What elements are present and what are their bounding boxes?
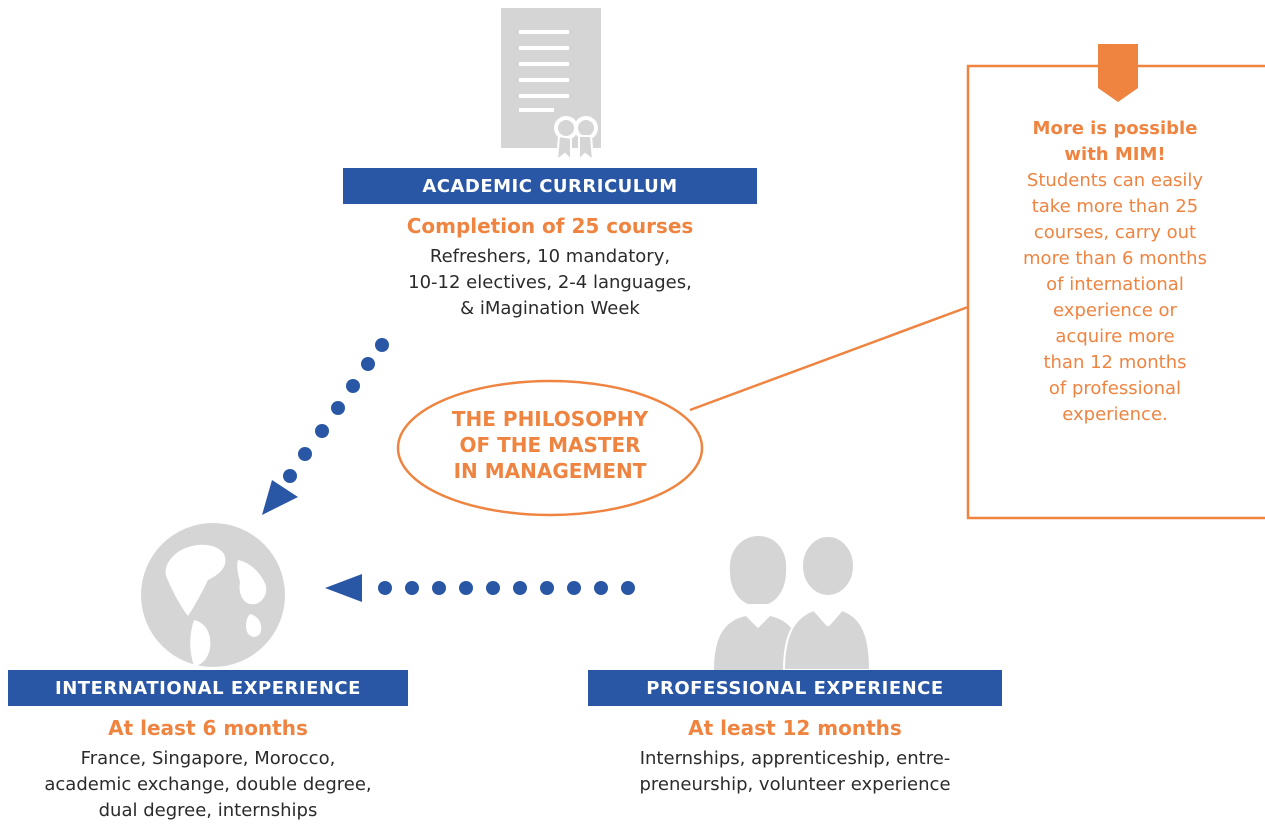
globe-icon <box>141 523 285 667</box>
international-banner: INTERNATIONAL EXPERIENCE <box>8 670 408 706</box>
academic-banner-label: ACADEMIC CURRICULUM <box>422 175 678 197</box>
callout-line: take more than 25 <box>1031 196 1199 217</box>
academic-title: Completion of 25 courses <box>406 214 694 238</box>
people-icon <box>714 535 870 670</box>
callout-connector-line <box>689 305 969 412</box>
international-line: academic exchange, double degree, <box>44 774 372 795</box>
callout-heading-line: with MIM! <box>1064 144 1166 165</box>
callout-line: Students can easily <box>1026 170 1204 191</box>
academic-banner: ACADEMIC CURRICULUM <box>343 168 757 204</box>
center-ellipse <box>396 379 704 517</box>
callout-line: of international <box>1046 274 1184 295</box>
callout-line: acquire more <box>1055 326 1175 347</box>
academic-line: 10-12 electives, 2-4 languages, <box>408 272 692 293</box>
center-line: OF THE MASTER <box>459 433 641 457</box>
professional-title: At least 12 months <box>688 716 902 740</box>
international-line: dual degree, internships <box>98 800 318 821</box>
callout-line: than 12 months <box>1043 352 1187 373</box>
professional-line: Internships, apprenticeship, entre- <box>639 748 951 769</box>
bookmark-icon <box>1098 44 1138 102</box>
center-line: THE PHILOSOPHY <box>451 407 649 431</box>
callout-heading-line: More is possible <box>1032 118 1198 139</box>
academic-line: & iMagination Week <box>460 298 640 319</box>
center-title: THE PHILOSOPHY OF THE MASTER IN MANAGEME… <box>400 406 700 484</box>
academic-line: Refreshers, 10 mandatory, <box>429 246 671 267</box>
callout-line: experience. <box>1062 404 1168 425</box>
professional-line: preneurship, volunteer experience <box>639 774 951 795</box>
callout-line: experience or <box>1053 300 1177 321</box>
center-line: IN MANAGEMENT <box>453 459 647 483</box>
professional-banner-label: PROFESSIONAL EXPERIENCE <box>646 677 944 699</box>
callout-line: of professional <box>1048 378 1182 399</box>
callout-line: courses, carry out <box>1033 222 1197 243</box>
professional-description: Internships, apprenticeship, entre- pren… <box>545 746 1045 798</box>
international-banner-label: INTERNATIONAL EXPERIENCE <box>55 677 361 699</box>
callout-line: more than 6 months <box>1023 248 1207 269</box>
certificate-icon <box>501 8 601 163</box>
dotted-arrow-professional-to-international <box>325 574 635 602</box>
international-description: France, Singapore, Morocco, academic exc… <box>0 746 436 824</box>
professional-banner: PROFESSIONAL EXPERIENCE <box>588 670 1002 706</box>
international-title: At least 6 months <box>108 716 308 740</box>
international-line: France, Singapore, Morocco, <box>80 748 336 769</box>
academic-description: Refreshers, 10 mandatory, 10-12 elective… <box>300 244 800 322</box>
callout-text: More is possible with MIM! Students can … <box>970 116 1260 428</box>
dotted-arrow-academic-to-international <box>262 338 389 515</box>
